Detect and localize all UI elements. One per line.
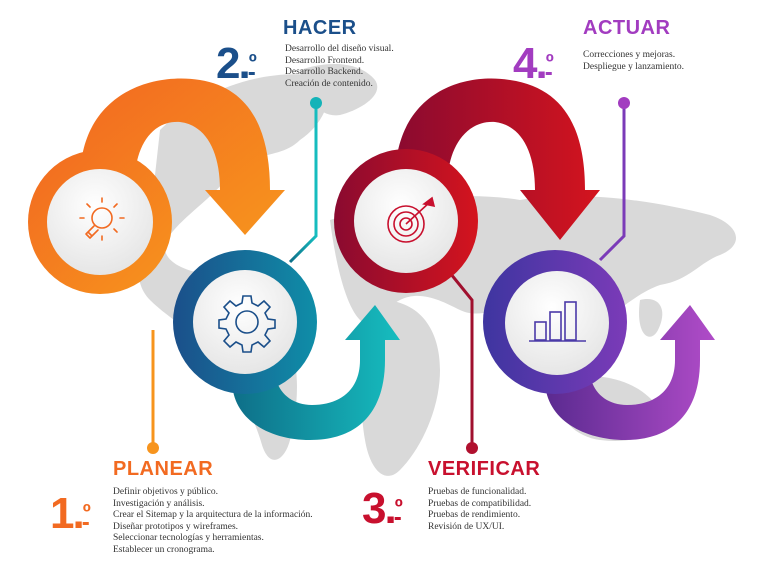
list-item: Crear el Sitemap y la arquitectura de la… [113,510,313,520]
step-2-title: HACER [283,17,357,39]
step-3-number-value: 3 [362,484,387,533]
gear-icon [218,295,276,353]
step-1-number: 1.º [50,489,91,538]
list-item: Desarrollo Frontend. [285,55,365,66]
list-item: Establecer un cronograma. [113,544,215,555]
list-item: Diseñar prototipos y wireframes. [113,521,239,532]
step-2-list: Desarrollo del diseño visual. Desarrollo… [285,44,394,90]
list-item: Desarrollo del diseño visual. [285,44,394,54]
step-1-number-value: 1 [50,489,75,538]
step-1-list: Definir objetivos y público. Investigaci… [113,487,313,556]
list-item: Despliegue y lanzamiento. [583,61,685,72]
step-3-arrow [395,78,600,241]
step-3-node [334,149,478,293]
step-2-ordinal: º [248,49,257,74]
step-3-title: VERIFICAR [428,458,541,480]
step-2-number-value: 2 [216,39,241,88]
step-2-number: 2.º [216,39,257,88]
step-4-list: Correcciones y mejoras. Despliegue y lan… [583,50,684,73]
step-4-ordinal: º [545,49,554,74]
list-item: Pruebas de compatibilidad. [428,498,532,509]
step-3-list: Pruebas de funcionalidad. Pruebas de com… [428,487,531,533]
list-item: Correcciones y mejoras. [583,50,676,60]
step-2-arrow [232,305,400,440]
step-3-number: 3.º [362,484,403,533]
bar-chart-icon [529,301,586,342]
list-item: Seleccionar tecnologías y herramientas. [113,533,264,543]
list-item: Investigación y análisis. [113,498,205,509]
list-item: Pruebas de funcionalidad. [428,487,527,497]
step-3-ordinal: º [394,494,403,519]
step-1-title: PLANEAR [113,458,214,480]
list-item: Creación de contenido. [285,78,373,89]
step-1-node [28,150,172,294]
step-4-title: ACTUAR [583,17,671,39]
step-1-arrow [80,78,285,236]
step-4-node [483,250,627,394]
list-item: Revisión de UX/UI. [428,521,505,532]
step-4-number-value: 4 [513,39,538,88]
step-1-ordinal: º [82,499,91,524]
step-2-node [173,250,317,394]
list-item: Pruebas de rendimiento. [428,510,521,520]
target-icon [387,196,436,243]
list-item: Definir objetivos y público. [113,487,219,497]
step-4-arrow [545,305,715,440]
lightbulb-icon [79,197,125,241]
step-4-number: 4.º [513,39,554,88]
list-item: Desarrollo Backend. [285,67,364,77]
connector-lines [147,97,630,454]
